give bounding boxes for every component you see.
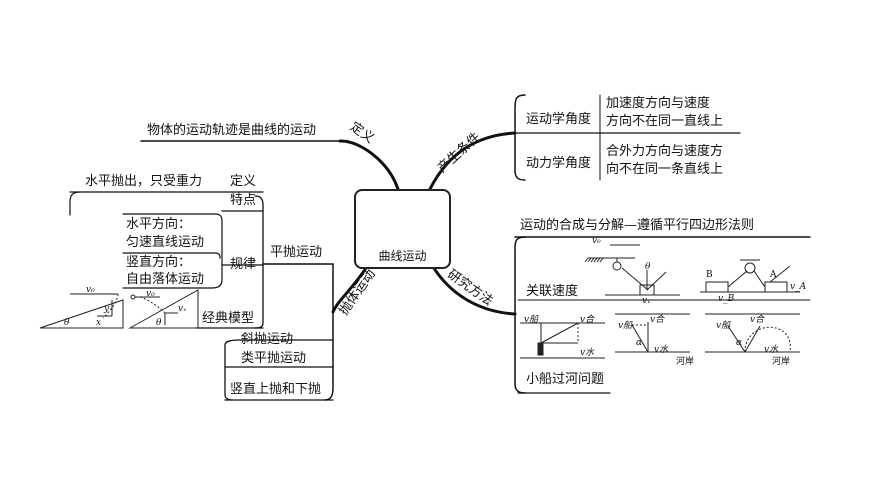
similar-projectile-label: 类平抛运动 [241, 351, 307, 366]
associated-velocity-diagram-2 [700, 259, 800, 293]
oblique-projectile-label: 斜抛运动 [241, 332, 294, 347]
symbol-v-boat-3: v船 [716, 321, 731, 331]
connector-definition [338, 139, 400, 191]
horizontal-rule-label: 规律 [230, 257, 257, 272]
boat-diagram-3 [705, 313, 800, 353]
condition-text-2b: 向不在同一条直线上 [606, 162, 724, 177]
condition-text-2a: 合外力方向与速度方 [606, 144, 724, 159]
horizontal-definition-label: 定义 [230, 174, 257, 189]
rule-horizontal-2: 匀速直线运动 [126, 235, 205, 250]
classic-model-label: 经典模型 [202, 311, 255, 326]
horizontal-feature-label: 特点 [230, 193, 257, 208]
boat-diagram-1 [520, 322, 605, 359]
rule-horizontal-1: 水平方向： [126, 217, 192, 232]
connector-method [430, 263, 517, 316]
symbol-theta-model-1: θ [64, 318, 70, 328]
center-label: 曲线运动 [378, 249, 427, 263]
symbol-y-model-1: y [104, 304, 110, 314]
symbol-theta-assoc-1: θ [645, 262, 651, 272]
symbol-B: B [706, 270, 713, 280]
connector-projectile [331, 263, 370, 314]
symbol-x-model-1: x [96, 318, 102, 328]
rule-vertical-2: 自由落体运动 [126, 272, 205, 287]
symbol-theta-model-2: θ [156, 318, 162, 328]
symbol-alpha-2: α [636, 338, 643, 348]
condition-text-1b: 方向不在同一直线上 [606, 114, 724, 129]
symbol-v-boat-2: v船 [618, 321, 633, 331]
river-bank-label-1: 河岸 [676, 357, 695, 367]
symbol-v-combined-2: v合 [650, 315, 665, 325]
bracket-condition [514, 94, 526, 181]
symbol-v-combined-1: v合 [580, 315, 595, 325]
symbol-v0-model-2: v₀ [146, 289, 155, 299]
classic-model-diagram-1 [39, 293, 124, 329]
symbol-v-water-3: v水 [764, 345, 779, 355]
symbol-v-combined-3: v合 [750, 315, 765, 325]
rule-vertical-1: 竖直方向： [126, 255, 192, 270]
symbol-vB: v_B [718, 294, 735, 304]
symbol-A: A [770, 270, 777, 280]
symbol-v1-assoc: v₁ [642, 296, 651, 306]
condition-text-1a: 加速度方向与速度 [606, 96, 711, 111]
symbol-v-water-2: v水 [654, 345, 669, 355]
associated-velocity-label: 关联速度 [526, 284, 579, 299]
symbol-v-water-1: v水 [580, 348, 595, 358]
condition-category-1: 运动学角度 [526, 112, 592, 127]
river-bank-label-2: 河岸 [772, 357, 791, 367]
center-node: 曲线运动 [354, 189, 451, 269]
method-header: 运动的合成与分解—遵循平行四边形法则 [520, 218, 755, 233]
symbol-alpha-3: α [736, 338, 743, 348]
symbol-v-assoc-1: v₀ [592, 236, 601, 246]
symbol-vA: v_A [790, 282, 807, 292]
horizontal-projectile-label: 平抛运动 [270, 245, 323, 260]
horizontal-definition-text: 水平抛出，只受重力 [85, 174, 203, 189]
boat-crossing-label: 小船过河问题 [526, 372, 605, 387]
classic-model-diagram-2 [128, 289, 199, 329]
symbol-v-boat-1: v船 [524, 315, 539, 325]
vertical-projectile-label: 竖直上抛和下抛 [230, 382, 322, 397]
boat-diagram-2 [615, 313, 690, 353]
symbol-vx-model-2: vₓ [178, 304, 187, 314]
associated-velocity-diagram-1 [584, 244, 680, 296]
connector-condition [428, 131, 517, 191]
definition-content: 物体的运动轨迹是曲线的运动 [147, 123, 317, 138]
symbol-v0-model-1: v₀ [86, 285, 95, 295]
condition-category-2: 动力学角度 [526, 156, 592, 171]
